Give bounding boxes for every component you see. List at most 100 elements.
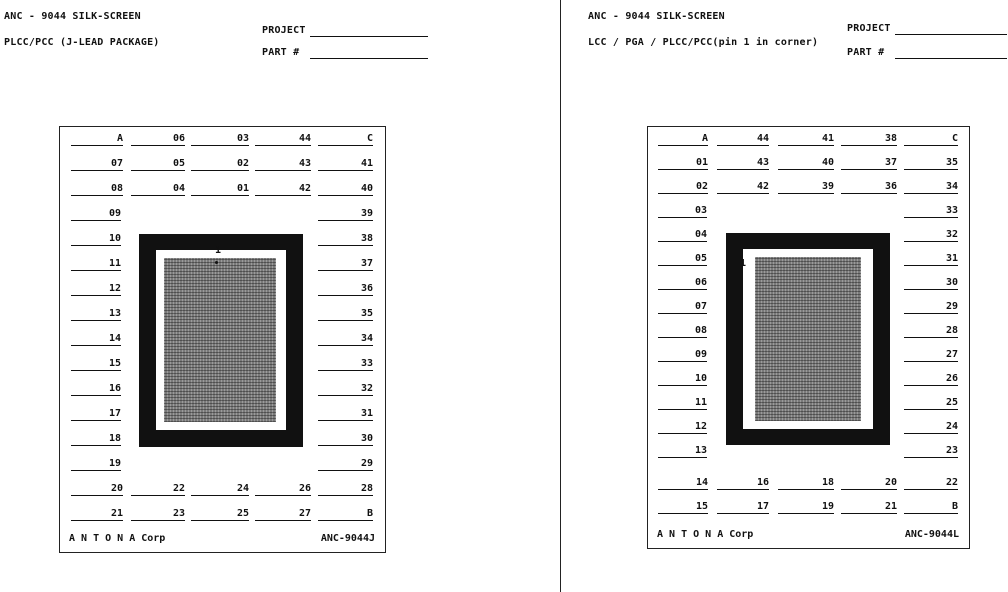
pin-label: 38: [318, 233, 373, 247]
pin-label: 44: [255, 133, 311, 147]
pin-label: 03: [658, 205, 707, 219]
pin-label: 11: [658, 397, 707, 411]
pin-label: 32: [318, 383, 373, 397]
left-part-field[interactable]: [310, 58, 428, 59]
pin-label: 40: [318, 183, 373, 197]
right-project-label: PROJECT: [847, 23, 891, 34]
right-card: A 44 41 38 C 01 43 40 37 35 02 42 39 36 …: [647, 126, 970, 549]
pin-label: 07: [71, 158, 123, 172]
pin-label: 09: [658, 349, 707, 363]
model-number: ANC-9044L: [904, 529, 959, 540]
pin-label: 28: [318, 483, 373, 497]
pin-label: 30: [904, 277, 958, 291]
pin-label: 11: [71, 258, 121, 272]
pin-label: 01: [658, 157, 708, 171]
pin-label: 16: [717, 477, 769, 491]
chip-die: [164, 258, 276, 422]
pin-label: 20: [71, 483, 123, 497]
pin-label: 28: [904, 325, 958, 339]
pin-label: 06: [131, 133, 185, 147]
right-part-label: PART #: [847, 47, 885, 58]
pin-label: 43: [717, 157, 769, 171]
pin-label: 36: [318, 283, 373, 297]
chip-outline: [726, 233, 890, 445]
pin-label: 30: [318, 433, 373, 447]
pin-label: 24: [904, 421, 958, 435]
pin-label: 33: [318, 358, 373, 372]
pin-label: 10: [71, 233, 121, 247]
pin-label: 04: [658, 229, 707, 243]
right-subtitle: LCC / PGA / PLCC/PCC(pin 1 in corner): [588, 37, 819, 48]
pin-label: 05: [131, 158, 185, 172]
pin-label: 23: [131, 508, 185, 522]
pin-label: A: [658, 133, 708, 147]
pin-label: 12: [71, 283, 121, 297]
pin-label: 22: [904, 477, 958, 491]
pin-label: 15: [658, 501, 708, 515]
pin-label: 02: [658, 181, 708, 195]
left-project-field[interactable]: [310, 36, 428, 37]
right-part-field[interactable]: [895, 58, 1007, 59]
pin-label: 17: [71, 408, 121, 422]
pin-label: 14: [71, 333, 121, 347]
pin-label: 27: [904, 349, 958, 363]
pin-label: 37: [841, 157, 897, 171]
pin-label: 29: [318, 458, 373, 472]
right-project-field[interactable]: [895, 34, 1007, 35]
pin-label: 36: [841, 181, 897, 195]
pin-label: 19: [71, 458, 121, 472]
pin-label: 31: [904, 253, 958, 267]
pin-label: 19: [778, 501, 834, 515]
pin-label: 21: [71, 508, 123, 522]
pin-label: 34: [904, 181, 958, 195]
pin-label: 08: [71, 183, 123, 197]
pin-label: 13: [658, 445, 707, 459]
pin1-marker: 1: [215, 245, 222, 256]
pin-label: 12: [658, 421, 707, 435]
pin-label: 44: [717, 133, 769, 147]
page-divider: [560, 0, 561, 592]
pin-label: 39: [778, 181, 834, 195]
pin-label: A: [71, 133, 123, 147]
pin-label: C: [318, 133, 373, 147]
chip-die: [755, 257, 861, 421]
pin-label: 22: [131, 483, 185, 497]
left-title: ANC - 9044 SILK-SCREEN: [4, 11, 141, 22]
model-number: ANC-9044J: [320, 533, 375, 544]
pin-label: 18: [71, 433, 121, 447]
pin-label: B: [904, 501, 958, 515]
pin-label: 27: [255, 508, 311, 522]
pin-label: 37: [318, 258, 373, 272]
pin-label: 40: [778, 157, 834, 171]
company-name: A N T O N A Corp: [657, 529, 754, 540]
pin-label: 18: [778, 477, 834, 491]
pin-label: 34: [318, 333, 373, 347]
pin-label: 01: [191, 183, 249, 197]
pin-label: 42: [255, 183, 311, 197]
pin-label: 42: [717, 181, 769, 195]
pin-label: 24: [191, 483, 249, 497]
pin-label: 03: [191, 133, 249, 147]
left-subtitle: PLCC/PCC (J-LEAD PACKAGE): [4, 37, 160, 48]
pin-label: 20: [841, 477, 897, 491]
pin-label: 26: [904, 373, 958, 387]
chip-outline: [139, 234, 303, 447]
pin-label: 25: [191, 508, 249, 522]
pin-label: 08: [658, 325, 707, 339]
pin1-marker: 1: [740, 258, 747, 269]
pin-label: 04: [131, 183, 185, 197]
pin-label: 32: [904, 229, 958, 243]
pin1-dot: [215, 261, 218, 264]
right-title: ANC - 9044 SILK-SCREEN: [588, 11, 725, 22]
pin-label: 06: [658, 277, 707, 291]
pin-label: 41: [778, 133, 834, 147]
pin-label: 16: [71, 383, 121, 397]
pin-label: C: [904, 133, 958, 147]
pin-label: 21: [841, 501, 897, 515]
pin-label: 35: [904, 157, 958, 171]
pin-label: 35: [318, 308, 373, 322]
pin-label: 38: [841, 133, 897, 147]
pin-label: 10: [658, 373, 707, 387]
pin-label: 13: [71, 308, 121, 322]
pin-label: 02: [191, 158, 249, 172]
